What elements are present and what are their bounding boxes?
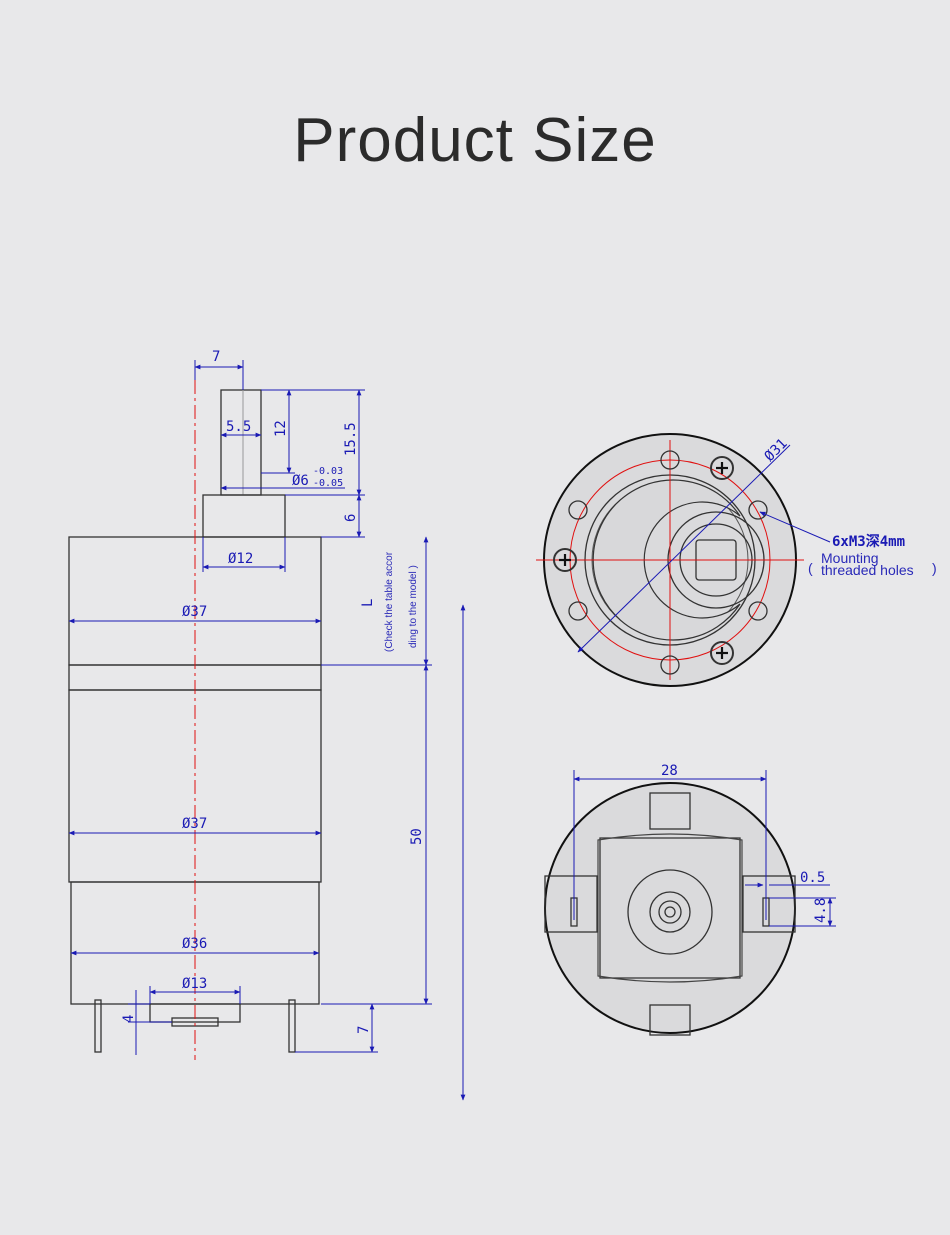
dim-shaft-tol-lower: -0.05 (313, 478, 343, 489)
front-view: Ø31 6xM3深4mm ( Mounting threaded holes ) (536, 433, 937, 687)
dim-boss-dia: Ø12 (228, 551, 253, 567)
dim-terminal-span: 28 (661, 763, 678, 779)
dim-shaft-tol-upper: -0.03 (313, 466, 343, 477)
paren-open: ( (808, 560, 813, 576)
side-view: 7 5.5 12 15.5 Ø6 -0.03 -0.05 6 Ø12 Ø37 (68, 349, 466, 1101)
rear-bearing (149, 1003, 241, 1023)
dim-pcd: Ø31 (762, 436, 791, 465)
dim-bearing-dia: Ø13 (182, 976, 207, 992)
dim-gearbox-len: L (360, 599, 376, 607)
dim-motor-dia: Ø37 (182, 816, 207, 832)
dim-gearbox-dia: Ø37 (182, 604, 207, 620)
dim-shaft-flat-dia: 5.5 (226, 419, 251, 435)
terminal-left (94, 999, 102, 1053)
dim-shaft-len: 15.5 (343, 422, 359, 456)
dim-shaft-flat-len: 12 (273, 420, 289, 437)
rear-view: 28 0.5 4.8 (544, 763, 836, 1036)
dim-endcap-dia: Ø36 (182, 936, 207, 952)
dim-boss-height: 6 (343, 514, 359, 522)
dim-shaft-dia: Ø6 (292, 473, 309, 489)
gearbox-note-1: (Check the table accor (384, 551, 395, 652)
paren-close: ) (932, 560, 937, 576)
dim-terminal-len: 7 (356, 1026, 372, 1034)
mounting-holes-label: 6xM3深4mm (832, 533, 905, 550)
gearbox-note-2: ding to the model ) (408, 565, 419, 648)
dim-shaft-flat-width: 7 (212, 349, 220, 365)
dim-bearing-height: 4 (121, 1015, 137, 1023)
dim-motor-len: 50 (409, 828, 425, 845)
page-title: Product Size (293, 106, 657, 175)
gearbox-boss (202, 494, 286, 538)
output-shaft (220, 389, 262, 496)
mounting-note-2: threaded holes (821, 562, 914, 578)
dim-terminal-thk: 0.5 (800, 870, 825, 886)
dim-terminal-w: 4.8 (813, 898, 829, 923)
terminal-right (288, 999, 296, 1053)
mounting-note-1: Mounting (821, 550, 879, 566)
